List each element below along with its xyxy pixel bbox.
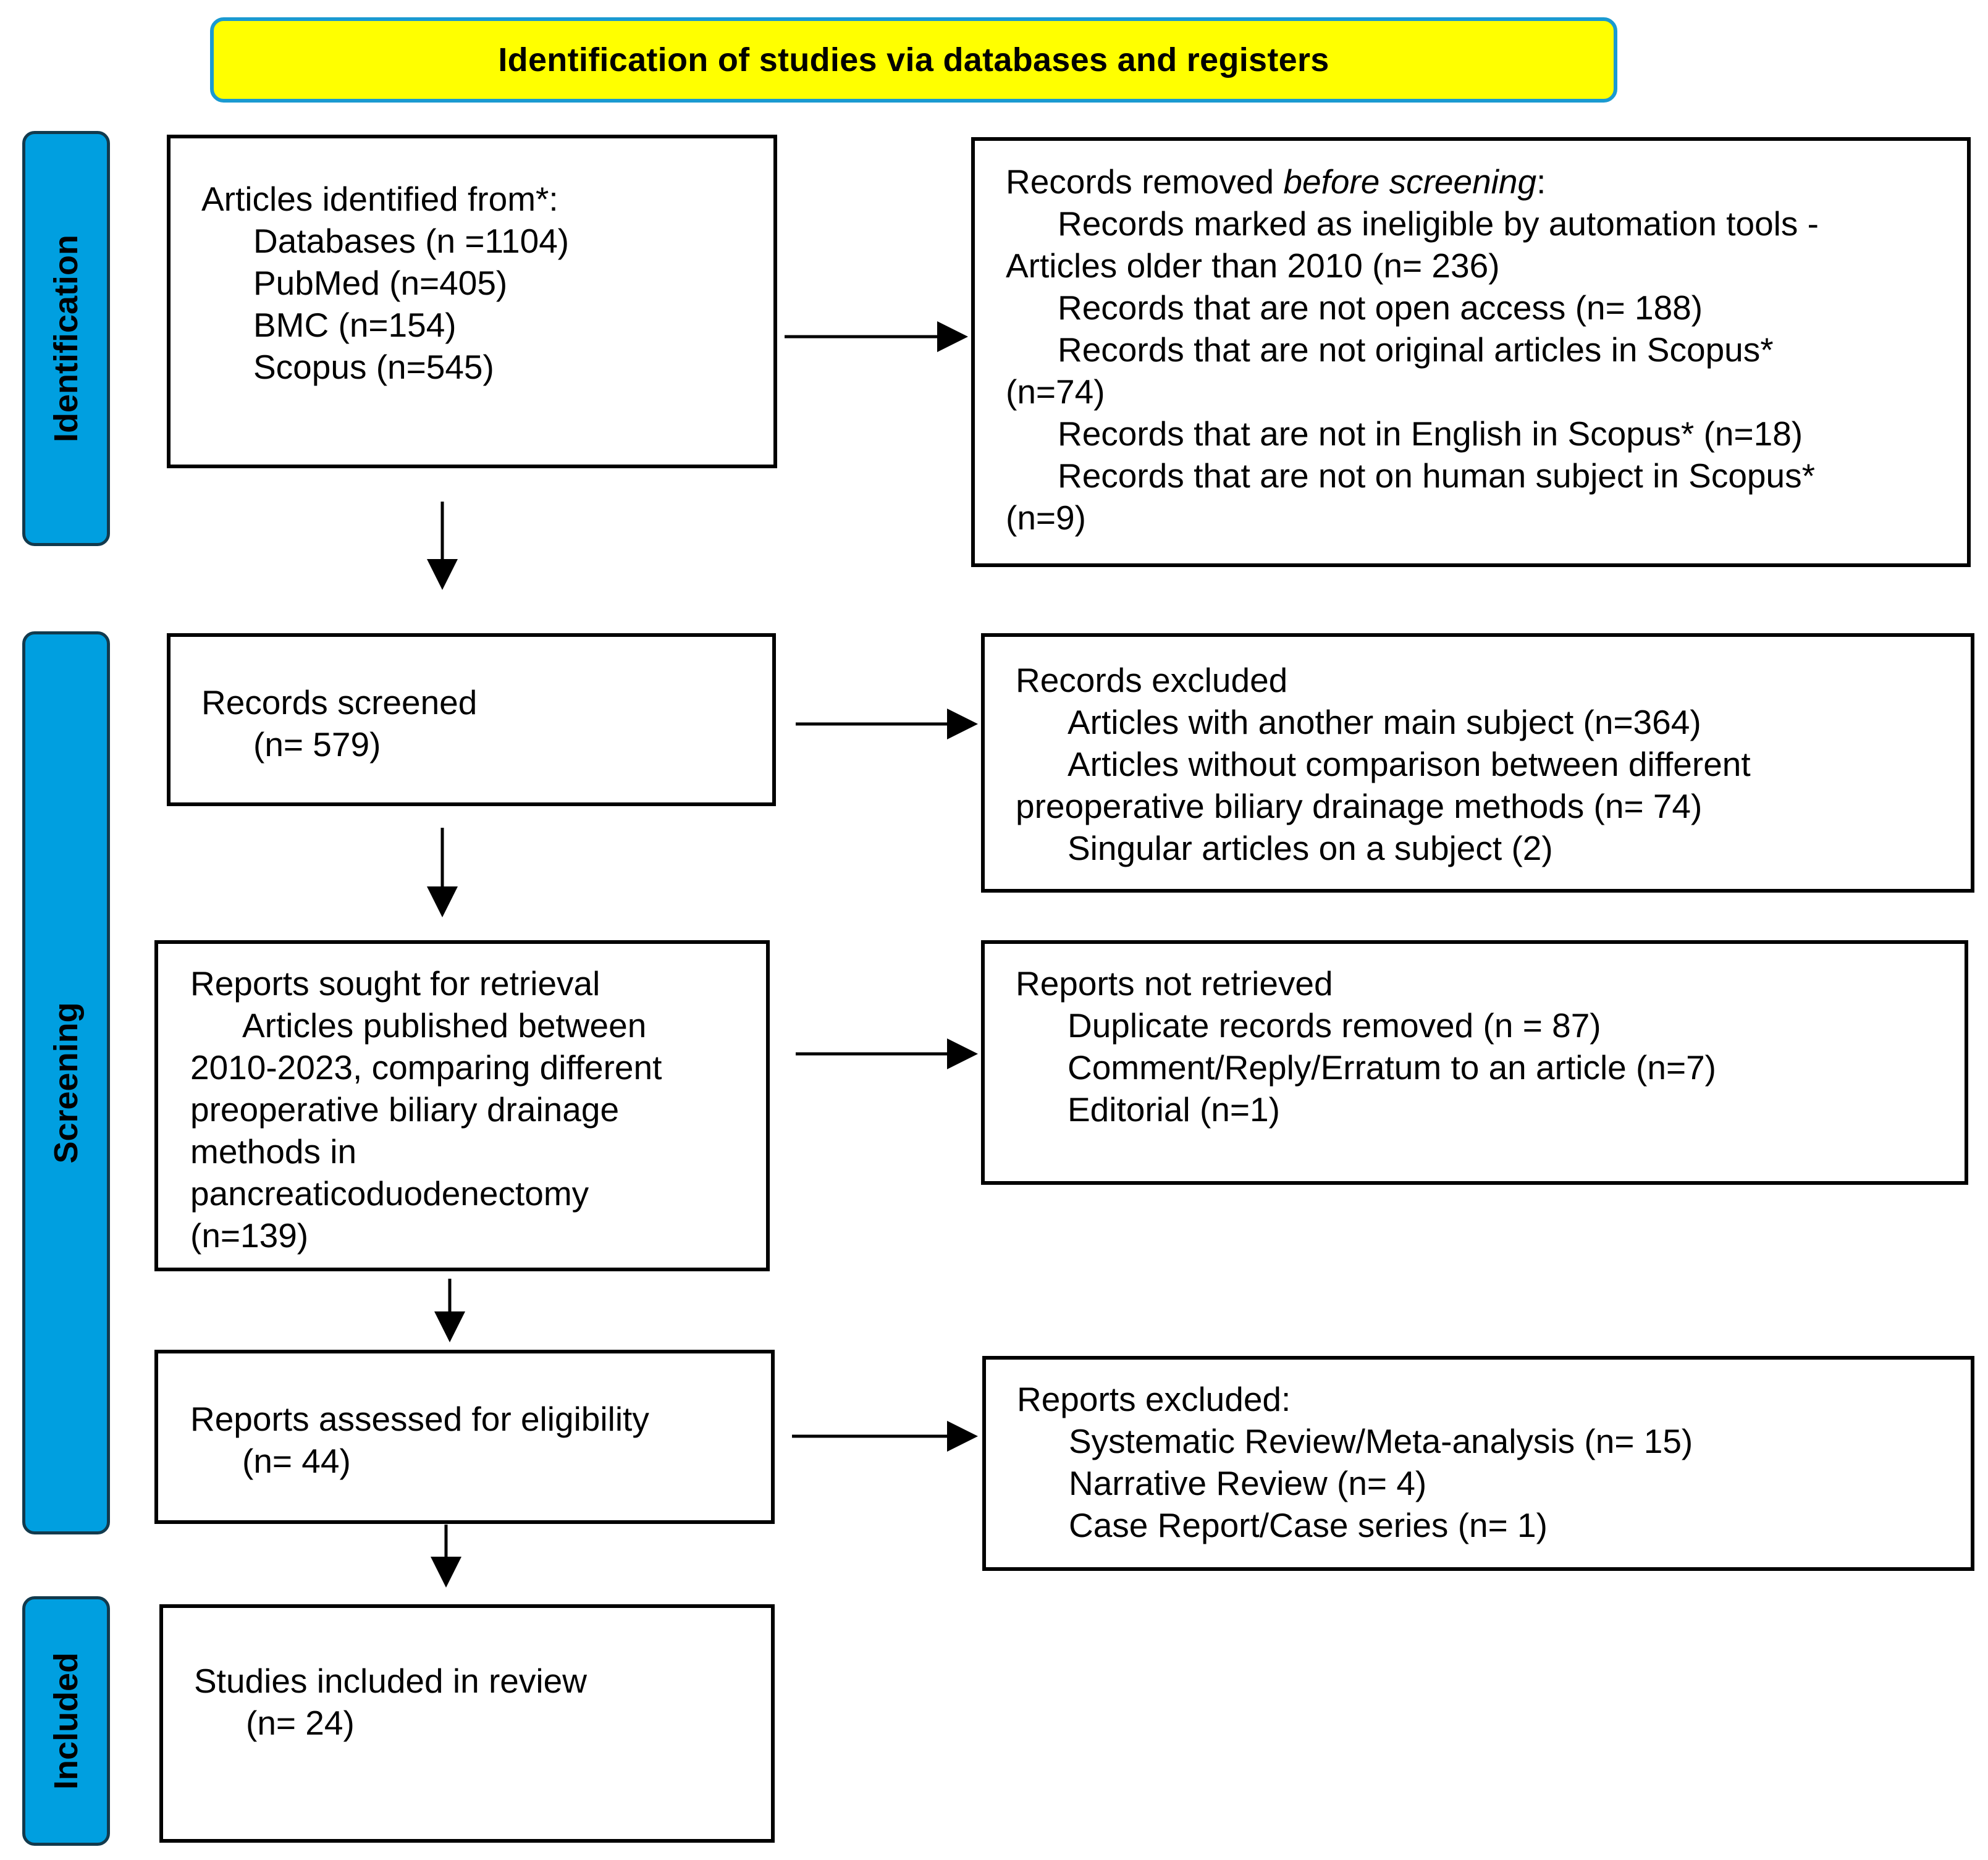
removed-line-5: (n=74) <box>1006 372 1105 411</box>
sought-text: Reports sought for retrieval Articles pu… <box>190 962 662 1256</box>
excluded-heading: Records excluded <box>1016 661 1288 699</box>
not-retrieved-box: Reports not retrieved Duplicate records … <box>981 940 1968 1185</box>
reports-excluded-line-3: Case Report/Case series (n= 1) <box>1069 1506 1548 1544</box>
stage-tab-identification: Identification <box>22 131 110 546</box>
removed-heading: Records removed before screening: <box>1006 162 1546 201</box>
sought-line-2: 2010-2023, comparing different <box>190 1048 662 1087</box>
sought-line-5: pancreaticoduodenectomy <box>190 1174 589 1213</box>
not-retrieved-line-1: Duplicate records removed (n = 87) <box>1068 1006 1601 1045</box>
excluded-line-2: Articles without comparison between diff… <box>1068 745 1751 783</box>
reports-excluded-heading: Reports excluded: <box>1017 1380 1291 1418</box>
included-box: Studies included in review (n= 24) <box>159 1604 775 1843</box>
excluded-line-4: Singular articles on a subject (2) <box>1068 829 1553 867</box>
removed-line-3: Records that are not open access (n= 188… <box>1058 288 1703 327</box>
excluded-line-1: Articles with another main subject (n=36… <box>1068 703 1701 741</box>
removed-line-8: (n=9) <box>1006 499 1086 537</box>
included-count: (n= 24) <box>246 1704 355 1742</box>
not-retrieved-line-3: Editorial (n=1) <box>1068 1090 1280 1129</box>
stage-tab-screening: Screening <box>22 631 110 1534</box>
not-retrieved-line-2: Comment/Reply/Erratum to an article (n=7… <box>1068 1048 1716 1087</box>
not-retrieved-heading: Reports not retrieved <box>1016 964 1333 1003</box>
identified-bmc: BMC (n=154) <box>253 306 457 344</box>
identified-heading: Articles identified from*: <box>201 180 558 218</box>
removed-line-4: Records that are not original articles i… <box>1058 330 1774 369</box>
assessed-box: Reports assessed for eligibility (n= 44) <box>154 1350 775 1524</box>
screened-box: Records screened (n= 579) <box>167 633 776 806</box>
removed-line-2: Articles older than 2010 (n= 236) <box>1006 246 1500 285</box>
identified-text: Articles identified from*: Databases (n … <box>201 178 569 388</box>
removed-text: Records removed before screening: Record… <box>1006 161 1819 539</box>
screened-count: (n= 579) <box>253 725 381 764</box>
reports-excluded-text: Reports excluded: Systematic Review/Meta… <box>1017 1378 1693 1546</box>
assessed-count: (n= 44) <box>242 1442 351 1480</box>
sought-line-4: methods in <box>190 1132 357 1171</box>
included-text: Studies included in review (n= 24) <box>194 1660 587 1744</box>
sought-line-3: preoperative biliary drainage <box>190 1090 620 1129</box>
identified-pubmed: PubMed (n=405) <box>253 264 508 302</box>
excluded-line-3: preoperative biliary drainage methods (n… <box>1016 787 1703 825</box>
sought-heading: Reports sought for retrieval <box>190 964 600 1003</box>
reports-excluded-line-1: Systematic Review/Meta-analysis (n= 15) <box>1069 1422 1693 1460</box>
removed-line-6: Records that are not in English in Scopu… <box>1058 415 1803 453</box>
stage-tab-included: Included <box>22 1596 110 1846</box>
excluded-box: Records excluded Articles with another m… <box>981 633 1974 893</box>
sought-line-6: (n=139) <box>190 1216 309 1255</box>
assessed-text: Reports assessed for eligibility (n= 44) <box>190 1398 649 1482</box>
sought-box: Reports sought for retrieval Articles pu… <box>154 940 770 1271</box>
screened-text: Records screened (n= 579) <box>201 681 477 765</box>
excluded-text: Records excluded Articles with another m… <box>1016 659 1751 869</box>
removed-box: Records removed before screening: Record… <box>971 137 1971 567</box>
removed-line-1: Records marked as ineligible by automati… <box>1058 204 1819 243</box>
reports-excluded-line-2: Narrative Review (n= 4) <box>1069 1464 1427 1502</box>
identified-databases: Databases (n =1104) <box>253 222 570 260</box>
header-title: Identification of studies via databases … <box>498 41 1329 78</box>
removed-line-7: Records that are not on human subject in… <box>1058 457 1816 495</box>
screened-heading: Records screened <box>201 683 478 722</box>
identified-box: Articles identified from*: Databases (n … <box>167 135 777 468</box>
header-banner: Identification of studies via databases … <box>210 17 1617 103</box>
included-heading: Studies included in review <box>194 1662 587 1700</box>
reports-excluded-box: Reports excluded: Systematic Review/Meta… <box>982 1356 1974 1571</box>
identified-scopus: Scopus (n=545) <box>253 348 494 386</box>
sought-line-1: Articles published between <box>242 1006 647 1045</box>
assessed-heading: Reports assessed for eligibility <box>190 1400 649 1438</box>
not-retrieved-text: Reports not retrieved Duplicate records … <box>1016 962 1716 1130</box>
